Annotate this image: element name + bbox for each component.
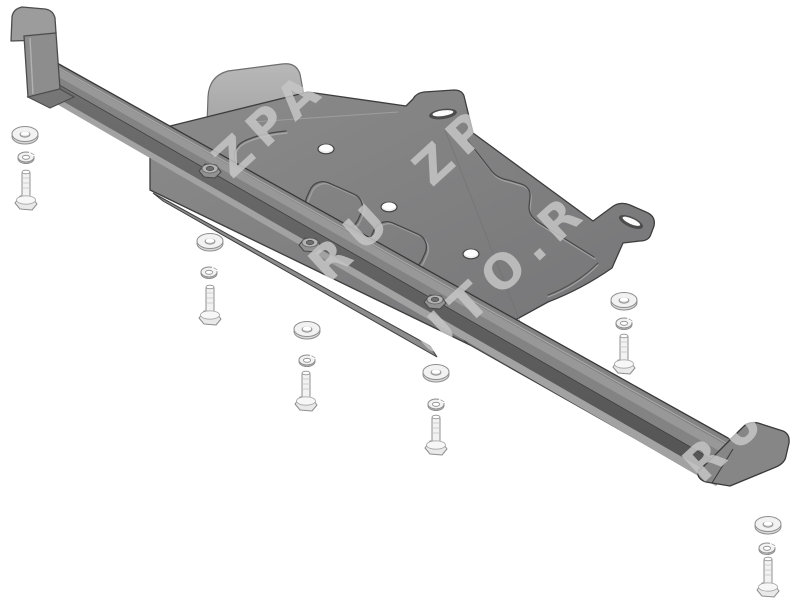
- crossbar-ridge: [56, 66, 738, 450]
- hex-nut-thread: [305, 240, 315, 245]
- skid-plate-body: [149, 89, 655, 346]
- left-mounting-bracket: [10, 6, 76, 109]
- hex-bolt-tip: [431, 414, 441, 420]
- spring-washer-split-edge: [771, 543, 776, 547]
- hex-bolt-head-top: [614, 359, 634, 369]
- flat-washer-hole-inner: [205, 238, 215, 243]
- spring-washer: [17, 151, 35, 164]
- flat-washer: [754, 516, 782, 535]
- hex-bolt-head-top: [200, 310, 220, 320]
- hex-nut: [423, 294, 447, 310]
- flat-washer-hole-inner: [431, 369, 441, 374]
- flat-washer: [11, 126, 39, 145]
- left-bracket-highlight: [29, 37, 34, 95]
- hex-bolt: [424, 414, 448, 456]
- spring-washer-hole: [620, 320, 628, 326]
- hex-nuts: [198, 163, 447, 310]
- spring-washer-hole: [432, 401, 440, 407]
- spring-washer-split: [211, 266, 218, 272]
- spring-washer-split: [28, 151, 35, 157]
- right-tab-plate: [697, 421, 790, 487]
- crossbar-bottom-strip: [48, 95, 722, 486]
- spring-washer-hole: [763, 545, 771, 551]
- hex-bolt-shaft: [205, 286, 215, 315]
- hex-bolt: [612, 333, 636, 375]
- plate-emboss-contours: [233, 111, 599, 323]
- spring-washer-split: [438, 398, 445, 404]
- spring-washer-split: [626, 317, 633, 323]
- plate-lower-edge-left: [152, 192, 438, 358]
- fastener-set: [610, 292, 638, 375]
- spring-washer-split-edge: [440, 399, 445, 403]
- hex-bolt-head-top: [426, 440, 446, 450]
- crossbar-front-flange: [52, 84, 730, 480]
- spring-washer-split: [309, 354, 316, 360]
- hex-bolt-head-top: [296, 396, 316, 406]
- spring-washer-split-edge: [30, 152, 35, 156]
- spring-washer: [615, 317, 633, 330]
- spring-washer-hole: [303, 357, 311, 363]
- flat-washer-hole-inner: [302, 326, 312, 331]
- flat-washer: [293, 321, 321, 340]
- spring-washer-split-edge: [628, 318, 633, 322]
- spring-washer: [758, 542, 776, 555]
- hex-bolt-shaft: [431, 416, 441, 445]
- hex-nut-thread: [430, 297, 440, 302]
- fastener-set: [293, 321, 321, 412]
- hex-bolt: [14, 169, 38, 211]
- left-bracket-foot: [26, 88, 76, 109]
- hex-bolt: [756, 556, 780, 598]
- right-mounting-tab: [697, 421, 790, 487]
- flat-washer: [196, 233, 224, 252]
- flat-washer: [610, 292, 638, 311]
- spring-washer: [200, 266, 218, 279]
- plate-hole-inner: [382, 202, 396, 210]
- hex-bolt: [198, 284, 222, 326]
- right-tab-fold-line: [711, 448, 734, 484]
- plate-hole-inner: [319, 144, 333, 152]
- slot-hole-opening: [622, 216, 641, 226]
- flat-washer-hole-inner: [619, 297, 629, 302]
- left-bracket-tab: [10, 6, 57, 42]
- hex-bolt-tip: [301, 370, 311, 376]
- left-bracket-face: [23, 32, 61, 98]
- hex-bolt-tip: [619, 333, 629, 339]
- hex-nut: [198, 163, 222, 179]
- spring-washer: [298, 354, 316, 367]
- fastener-sets: [11, 126, 782, 598]
- hex-bolt-head-top: [16, 195, 36, 205]
- fastener-set: [11, 126, 39, 211]
- spring-washer-split-edge: [213, 267, 218, 271]
- spring-washer: [427, 398, 445, 411]
- hex-bolt-head-top: [758, 582, 778, 592]
- spring-washer-split: [769, 542, 776, 548]
- spring-washer-split-edge: [311, 355, 316, 359]
- hex-bolt: [294, 370, 318, 412]
- hex-nut-thread: [205, 166, 215, 171]
- flat-washer-hole-inner: [20, 131, 30, 136]
- hex-bolt-tip: [205, 284, 215, 290]
- hex-bolt-shaft: [619, 335, 629, 364]
- crossbar-light-band: [57, 68, 737, 461]
- flat-washer: [422, 364, 450, 383]
- hex-bolt-shaft: [301, 372, 311, 401]
- flat-washer-hole-inner: [763, 521, 773, 526]
- plate-hole-inner: [464, 249, 478, 257]
- hex-bolt-shaft: [763, 558, 773, 587]
- plate-holes: [317, 143, 480, 260]
- hex-nut: [298, 237, 322, 253]
- fastener-set: [422, 364, 450, 456]
- spring-washer-hole: [205, 269, 213, 275]
- hex-bolt-tip: [763, 556, 773, 562]
- hex-bolt-tip: [21, 169, 31, 175]
- slot-hole-opening: [432, 110, 454, 117]
- spring-washer-hole: [22, 154, 30, 160]
- fastener-set: [754, 516, 782, 598]
- fastener-set: [196, 233, 224, 326]
- hex-bolt-shaft: [21, 171, 31, 200]
